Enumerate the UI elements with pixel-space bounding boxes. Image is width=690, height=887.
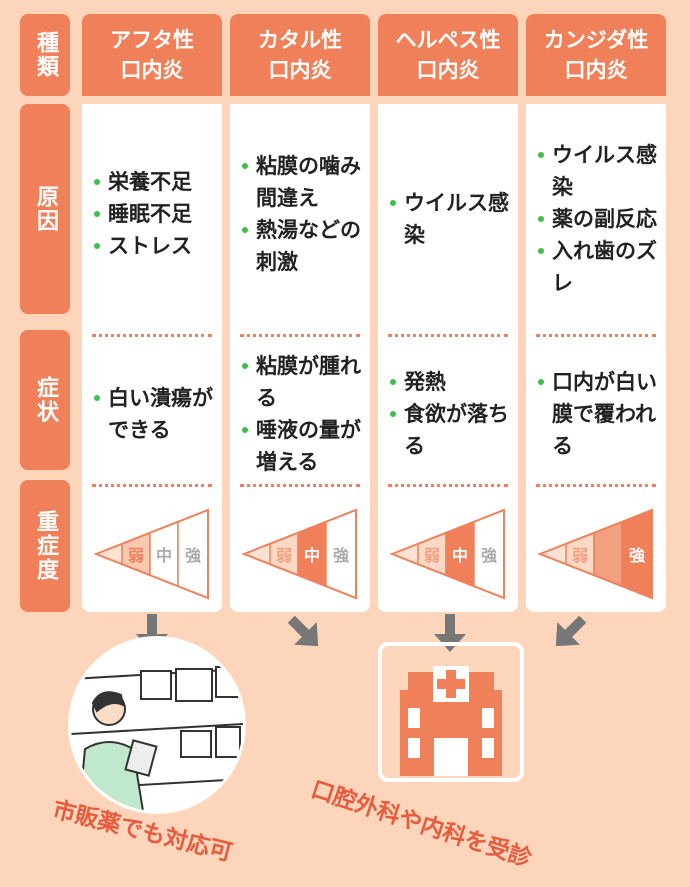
column-body: 栄養不足 睡眠不足 ストレス 白い潰瘍ができる 弱中強 [82, 104, 222, 612]
pharmacy-illustration [68, 636, 246, 814]
divider [92, 334, 212, 337]
cause-list: 粘膜の噛み間違え 熱湯などの刺激 [240, 144, 364, 284]
divider [240, 334, 360, 337]
severity-outline [93, 508, 209, 600]
divider [92, 484, 212, 487]
severity-label: 強 [481, 546, 497, 565]
severity-label: 中 [156, 546, 172, 565]
severity-triangle: 弱中強 [389, 508, 505, 600]
hospital-icon [378, 642, 524, 782]
arrow-down-left-icon [555, 615, 587, 647]
list-item: ストレス [92, 230, 216, 262]
severity-label: 強 [629, 546, 645, 565]
severity-triangle: 弱中強 [93, 508, 209, 600]
severity-triangle: 弱中強 [241, 508, 357, 600]
list-item: 発熱 [388, 366, 512, 398]
column-title: カンジダ性 口内炎 [526, 14, 666, 96]
severity-label: 中 [304, 546, 320, 565]
symptom-list: 口内が白い膜で覆われる [536, 344, 660, 484]
severity-outline [389, 508, 505, 600]
symptom-list: 粘膜が腫れる 唾液の量が増える [240, 344, 364, 484]
cause-list: 栄養不足 睡眠不足 ストレス [92, 154, 216, 274]
column-aphthous: アフタ性 口内炎 栄養不足 睡眠不足 ストレス 白い潰瘍ができる 弱中強 [82, 14, 222, 612]
severity-tip [96, 543, 122, 565]
row-header-cause: 原因 [20, 104, 70, 314]
severity-tip [244, 543, 270, 565]
severity-label: 弱 [276, 546, 292, 565]
list-item: 睡眠不足 [92, 198, 216, 230]
severity-label: 弱 [572, 546, 588, 565]
cause-list: ウイルス感染 [388, 164, 512, 274]
severity-outline [537, 508, 653, 600]
severity-label: 中 [452, 546, 468, 565]
column-body: ウイルス感染 発熱 食欲が落ちる 弱中強 [378, 104, 518, 612]
cause-list: ウイルス感染 薬の副反応 入れ歯のズレ [536, 114, 660, 324]
row-header-severity: 重症度 [20, 480, 70, 612]
column-title: ヘルペス性 口内炎 [378, 14, 518, 96]
severity-tip [540, 543, 566, 565]
list-item: 口内が白い膜で覆われる [536, 366, 660, 462]
divider [388, 334, 508, 337]
list-item: 粘膜が腫れる [240, 350, 364, 414]
column-body: 粘膜の噛み間違え 熱湯などの刺激 粘膜が腫れる 唾液の量が増える 弱中強 [230, 104, 370, 612]
list-item: 熱湯などの刺激 [240, 214, 364, 278]
severity-label: 強 [333, 546, 349, 565]
column-title: カタル性 口内炎 [230, 14, 370, 96]
list-item: 食欲が落ちる [388, 398, 512, 462]
severity-label: 弱 [128, 546, 144, 565]
severity-gauge: 弱中強 [240, 504, 360, 604]
column-title: アフタ性 口内炎 [82, 14, 222, 96]
severity-label: 弱 [424, 546, 440, 565]
list-item: 入れ歯のズレ [536, 235, 660, 299]
column-herpes: ヘルペス性 口内炎 ウイルス感染 発熱 食欲が落ちる 弱中強 [378, 14, 518, 612]
list-item: ウイルス感染 [388, 187, 512, 251]
symptom-list: 発熱 食欲が落ちる [388, 344, 512, 484]
row-header-symptom: 症状 [20, 330, 70, 470]
arrow-down-right-icon [287, 615, 319, 647]
list-item: ウイルス感染 [536, 139, 660, 203]
list-item: 粘膜の噛み間違え [240, 150, 364, 214]
divider [240, 484, 360, 487]
column-catarrhal: カタル性 口内炎 粘膜の噛み間違え 熱湯などの刺激 粘膜が腫れる 唾液の量が増え… [230, 14, 370, 612]
column-candida: カンジダ性 口内炎 ウイルス感染 薬の副反応 入れ歯のズレ 口内が白い膜で覆われ… [526, 14, 666, 612]
severity-tip [392, 543, 418, 565]
divider [536, 484, 656, 487]
column-body: ウイルス感染 薬の副反応 入れ歯のズレ 口内が白い膜で覆われる 弱中強 [526, 104, 666, 612]
list-item: 栄養不足 [92, 166, 216, 198]
severity-gauge: 弱中強 [536, 504, 656, 604]
row-header-type: 種類 [20, 14, 70, 96]
symptom-list: 白い潰瘍ができる [92, 344, 216, 484]
severity-label: 強 [185, 546, 201, 565]
divider [536, 334, 656, 337]
divider [388, 484, 508, 487]
severity-triangle: 弱中強 [537, 508, 653, 600]
list-item: 白い潰瘍ができる [92, 382, 216, 446]
severity-gauge: 弱中強 [388, 504, 508, 604]
severity-label: 中 [600, 546, 616, 565]
list-item: 薬の副反応 [536, 203, 660, 235]
caption-clinic: 口腔外科や内科を受診 [307, 776, 535, 873]
severity-outline [241, 508, 357, 600]
severity-gauge: 弱中強 [92, 504, 212, 604]
list-item: 唾液の量が増える [240, 414, 364, 478]
